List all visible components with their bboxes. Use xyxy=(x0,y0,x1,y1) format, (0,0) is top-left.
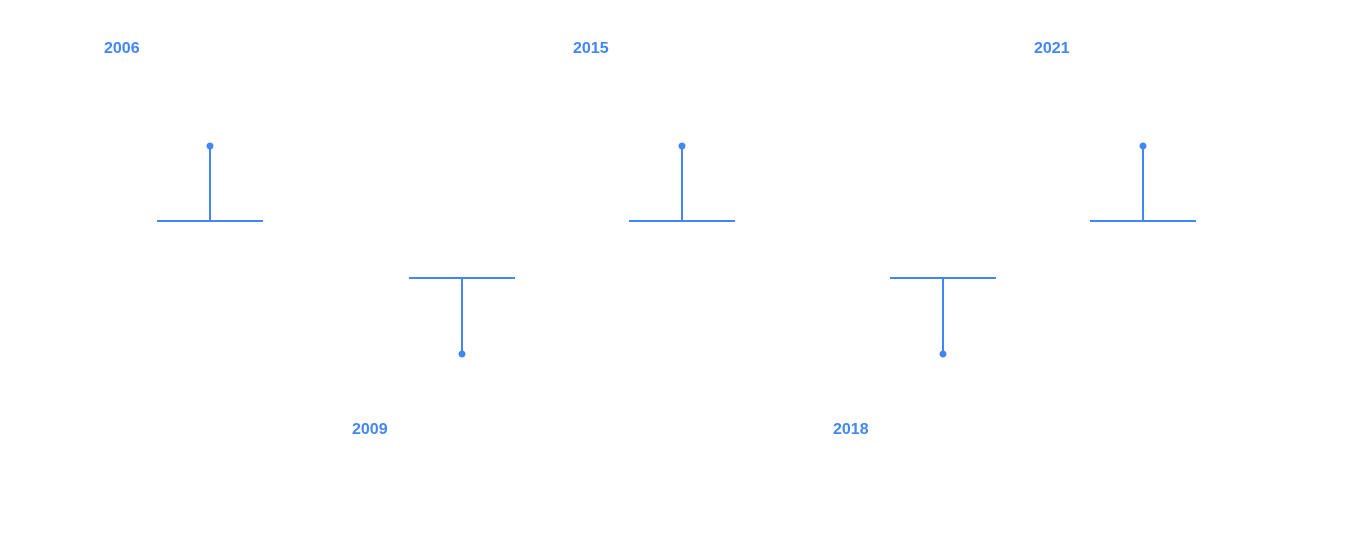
year-label-2018: 2018 xyxy=(833,421,869,438)
timeline-marker-2006 xyxy=(157,142,263,222)
year-label-2015: 2015 xyxy=(573,40,609,57)
timeline-marker-2018 xyxy=(890,277,996,358)
marker-dot xyxy=(678,142,686,150)
timeline-marker-2021 xyxy=(1090,142,1196,222)
timeline-marker-2009 xyxy=(409,277,515,358)
marker-dot xyxy=(939,350,947,358)
year-label-2021: 2021 xyxy=(1034,40,1070,57)
marker-dot xyxy=(206,142,214,150)
year-label-2006: 2006 xyxy=(104,40,140,57)
year-label-2009: 2009 xyxy=(352,421,388,438)
marker-dot xyxy=(458,350,466,358)
timeline-marker-2015 xyxy=(629,142,735,222)
marker-dot xyxy=(1139,142,1147,150)
